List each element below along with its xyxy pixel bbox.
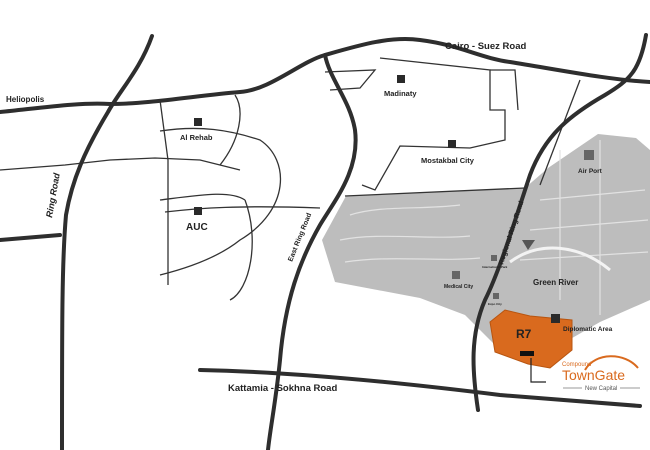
airport-marker bbox=[584, 150, 594, 160]
ring-road-label: Ring Road bbox=[44, 172, 62, 219]
kattamia-sokhna-road-label: Kattamia - Sokhna Road bbox=[228, 383, 337, 394]
ring-road-line bbox=[60, 34, 154, 450]
medical-city-marker bbox=[452, 271, 460, 279]
mostakbal-city-marker bbox=[448, 140, 456, 148]
r7-marker bbox=[520, 351, 534, 356]
cairo-suez-road-line bbox=[0, 37, 650, 114]
kattamia-sokhna-road-line bbox=[198, 368, 642, 408]
svg-text:Compound: Compound bbox=[562, 362, 591, 368]
auc-marker bbox=[194, 207, 202, 215]
cairo-suez-road-label: Cairo - Suez Road bbox=[445, 41, 526, 52]
svg-text:TownGate: TownGate bbox=[562, 367, 625, 383]
east-ring-road-line bbox=[266, 53, 358, 450]
al-rehab-marker bbox=[194, 118, 202, 126]
east-ring-road-label: East Ring Road bbox=[287, 212, 313, 263]
new-capital-area bbox=[322, 134, 650, 362]
medical-city-label: Medical City bbox=[444, 284, 473, 290]
madinaty-label: Madinaty bbox=[384, 89, 417, 98]
major-roads bbox=[0, 33, 650, 450]
mostakbal-city-label: Mostakbal City bbox=[421, 156, 475, 165]
building-marker bbox=[522, 240, 535, 250]
international-park-label: International Park bbox=[482, 265, 508, 269]
al-rehab-label: Al Rehab bbox=[180, 133, 213, 142]
green-river-label: Green River bbox=[533, 278, 578, 287]
regional-ring-road-line bbox=[471, 33, 648, 412]
district-blocks bbox=[339, 140, 649, 315]
madinaty-marker bbox=[397, 75, 405, 83]
expo-city-label: Expo City bbox=[488, 302, 502, 306]
minor-roads bbox=[0, 57, 581, 301]
expo-city-marker bbox=[493, 293, 499, 299]
international-park-marker bbox=[491, 255, 497, 261]
auc-label: AUC bbox=[186, 222, 208, 233]
r7-label: R7 bbox=[516, 327, 532, 341]
heliopolis-label: Heliopolis bbox=[6, 95, 45, 104]
towngate-logo: Compound TownGate New Capital bbox=[562, 355, 640, 392]
svg-text:New Capital: New Capital bbox=[585, 386, 617, 392]
r7-plot[interactable] bbox=[489, 309, 573, 369]
leader-line bbox=[530, 358, 546, 383]
air-port-label: Air Port bbox=[578, 168, 603, 175]
place-markers bbox=[194, 75, 594, 323]
diplomatic-area-marker bbox=[551, 314, 560, 323]
diplomatic-area-label: Diplomatic Area bbox=[563, 326, 613, 333]
